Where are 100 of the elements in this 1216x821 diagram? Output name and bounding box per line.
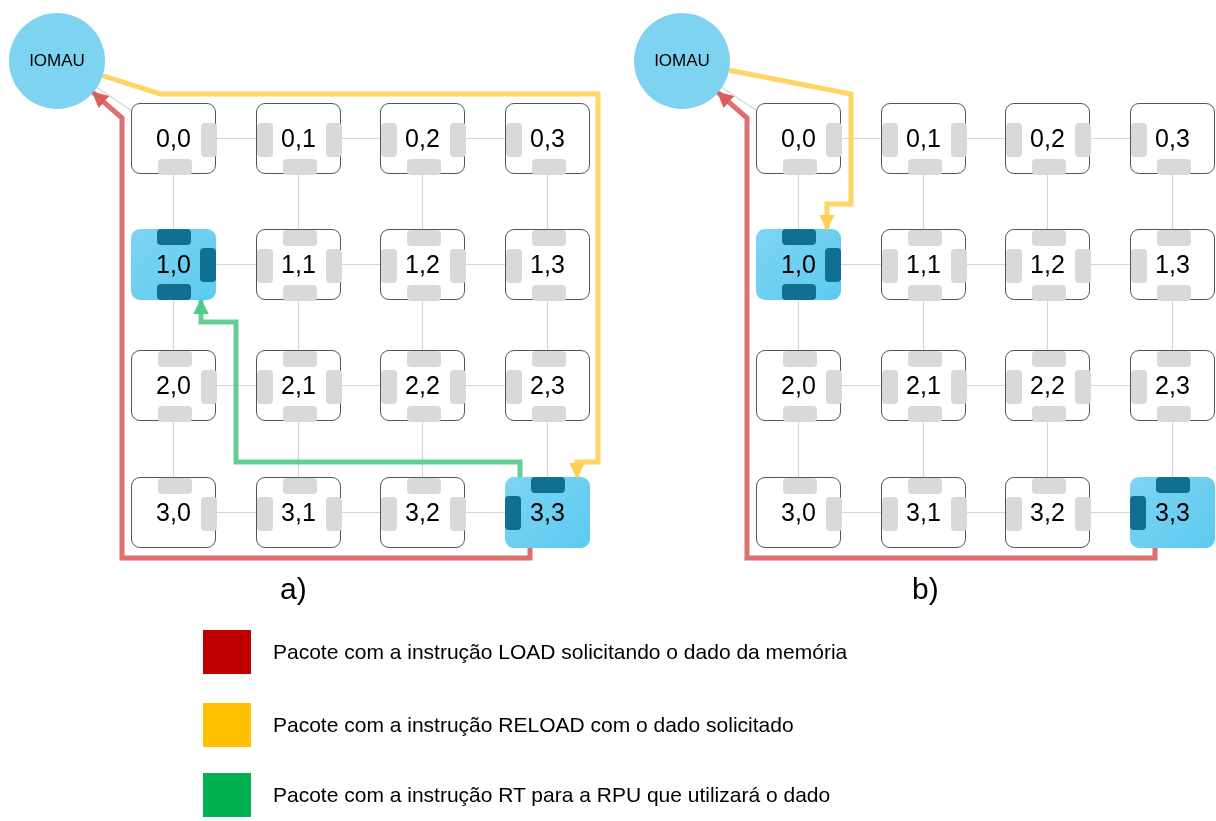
node-label: 1,2	[1030, 250, 1065, 279]
link-line	[172, 299, 175, 351]
router-box	[1005, 103, 1090, 174]
router-box	[131, 477, 216, 548]
link-line	[840, 263, 882, 266]
node-label: 0,1	[906, 124, 941, 153]
highlighted-router-box	[756, 229, 841, 300]
link-line	[1089, 384, 1131, 387]
link-line	[421, 420, 424, 478]
link-line	[922, 420, 925, 478]
router-box	[1005, 229, 1090, 300]
link-line	[721, 87, 757, 111]
node-label: 0,3	[1155, 124, 1190, 153]
link-line	[464, 263, 506, 266]
packet-route-arrow	[91, 90, 533, 561]
link-line	[172, 173, 175, 230]
packet-route-arrow	[101, 73, 601, 479]
link-line	[340, 384, 381, 387]
router-box	[380, 229, 465, 300]
router-box	[131, 350, 216, 421]
link-line	[546, 173, 549, 230]
link-line	[421, 173, 424, 230]
link-line	[546, 420, 549, 478]
link-line	[922, 299, 925, 351]
link-line	[215, 137, 257, 140]
link-line	[464, 137, 506, 140]
node-label: 3,0	[781, 498, 816, 527]
node-label: 1,1	[281, 250, 316, 279]
link-line	[797, 420, 800, 478]
node-label: 3,2	[405, 498, 440, 527]
router-box	[256, 477, 341, 548]
link-line	[965, 384, 1006, 387]
router-box	[756, 477, 841, 548]
node-label: 2,0	[781, 371, 816, 400]
node-label: 0,2	[405, 124, 440, 153]
node-label: 2,3	[530, 371, 565, 400]
link-line	[1046, 420, 1049, 478]
node-label: 2,0	[156, 371, 191, 400]
link-line	[297, 420, 300, 478]
link-line	[1171, 299, 1174, 351]
router-box	[881, 229, 966, 300]
router-box	[1130, 229, 1215, 300]
router-box	[380, 477, 465, 548]
highlighted-router-box	[1130, 477, 1215, 548]
panel-label: a)	[280, 572, 307, 606]
router-box	[380, 350, 465, 421]
packet-route-arrow	[716, 90, 1158, 561]
node-label: 2,1	[281, 371, 316, 400]
node-label: 0,2	[1030, 124, 1065, 153]
node-label: 1,3	[1155, 250, 1190, 279]
link-line	[96, 87, 132, 111]
link-line	[965, 511, 1006, 514]
node-label: 3,1	[281, 498, 316, 527]
link-line	[797, 173, 800, 230]
link-line	[215, 511, 257, 514]
router-box	[881, 350, 966, 421]
node-label: 2,1	[906, 371, 941, 400]
node-label: 2,3	[1155, 371, 1190, 400]
node-label: 3,3	[1155, 498, 1190, 527]
router-box	[1130, 103, 1215, 174]
router-box	[881, 103, 966, 174]
link-line	[215, 263, 257, 266]
link-line	[215, 384, 257, 387]
highlighted-router-box	[131, 229, 216, 300]
link-line	[340, 511, 381, 514]
node-label: 2,2	[405, 371, 440, 400]
link-line	[464, 384, 506, 387]
legend-text: Pacote com a instrução RELOAD com o dado solicitado	[273, 713, 794, 737]
link-line	[1089, 511, 1131, 514]
link-line	[1171, 420, 1174, 478]
router-box	[256, 229, 341, 300]
link-line	[546, 299, 549, 351]
node-label: 1,3	[530, 250, 565, 279]
node-label: 1,0	[156, 250, 191, 279]
link-line	[965, 137, 1006, 140]
link-line	[922, 173, 925, 230]
link-line	[1046, 173, 1049, 230]
node-label: 3,0	[156, 498, 191, 527]
router-box	[380, 103, 465, 174]
link-line	[297, 299, 300, 351]
node-label: 3,2	[1030, 498, 1065, 527]
node-label: 2,2	[1030, 371, 1065, 400]
node-label: 0,3	[530, 124, 565, 153]
node-label: 1,0	[781, 250, 816, 279]
link-line	[840, 511, 882, 514]
node-label: 1,1	[906, 250, 941, 279]
link-line	[1171, 173, 1174, 230]
legend-text: Pacote com a instrução RT para a RPU que utilizará o dado	[273, 783, 831, 807]
router-box	[256, 350, 341, 421]
packet-route-arrow	[728, 67, 854, 231]
link-line	[172, 420, 175, 478]
link-line	[965, 263, 1006, 266]
link-line	[421, 299, 424, 351]
link-line	[297, 173, 300, 230]
panel-label: b)	[912, 572, 939, 606]
link-line	[340, 263, 381, 266]
link-line	[464, 511, 506, 514]
node-label: 0,0	[156, 124, 191, 153]
router-box	[505, 350, 590, 421]
router-box	[1005, 350, 1090, 421]
